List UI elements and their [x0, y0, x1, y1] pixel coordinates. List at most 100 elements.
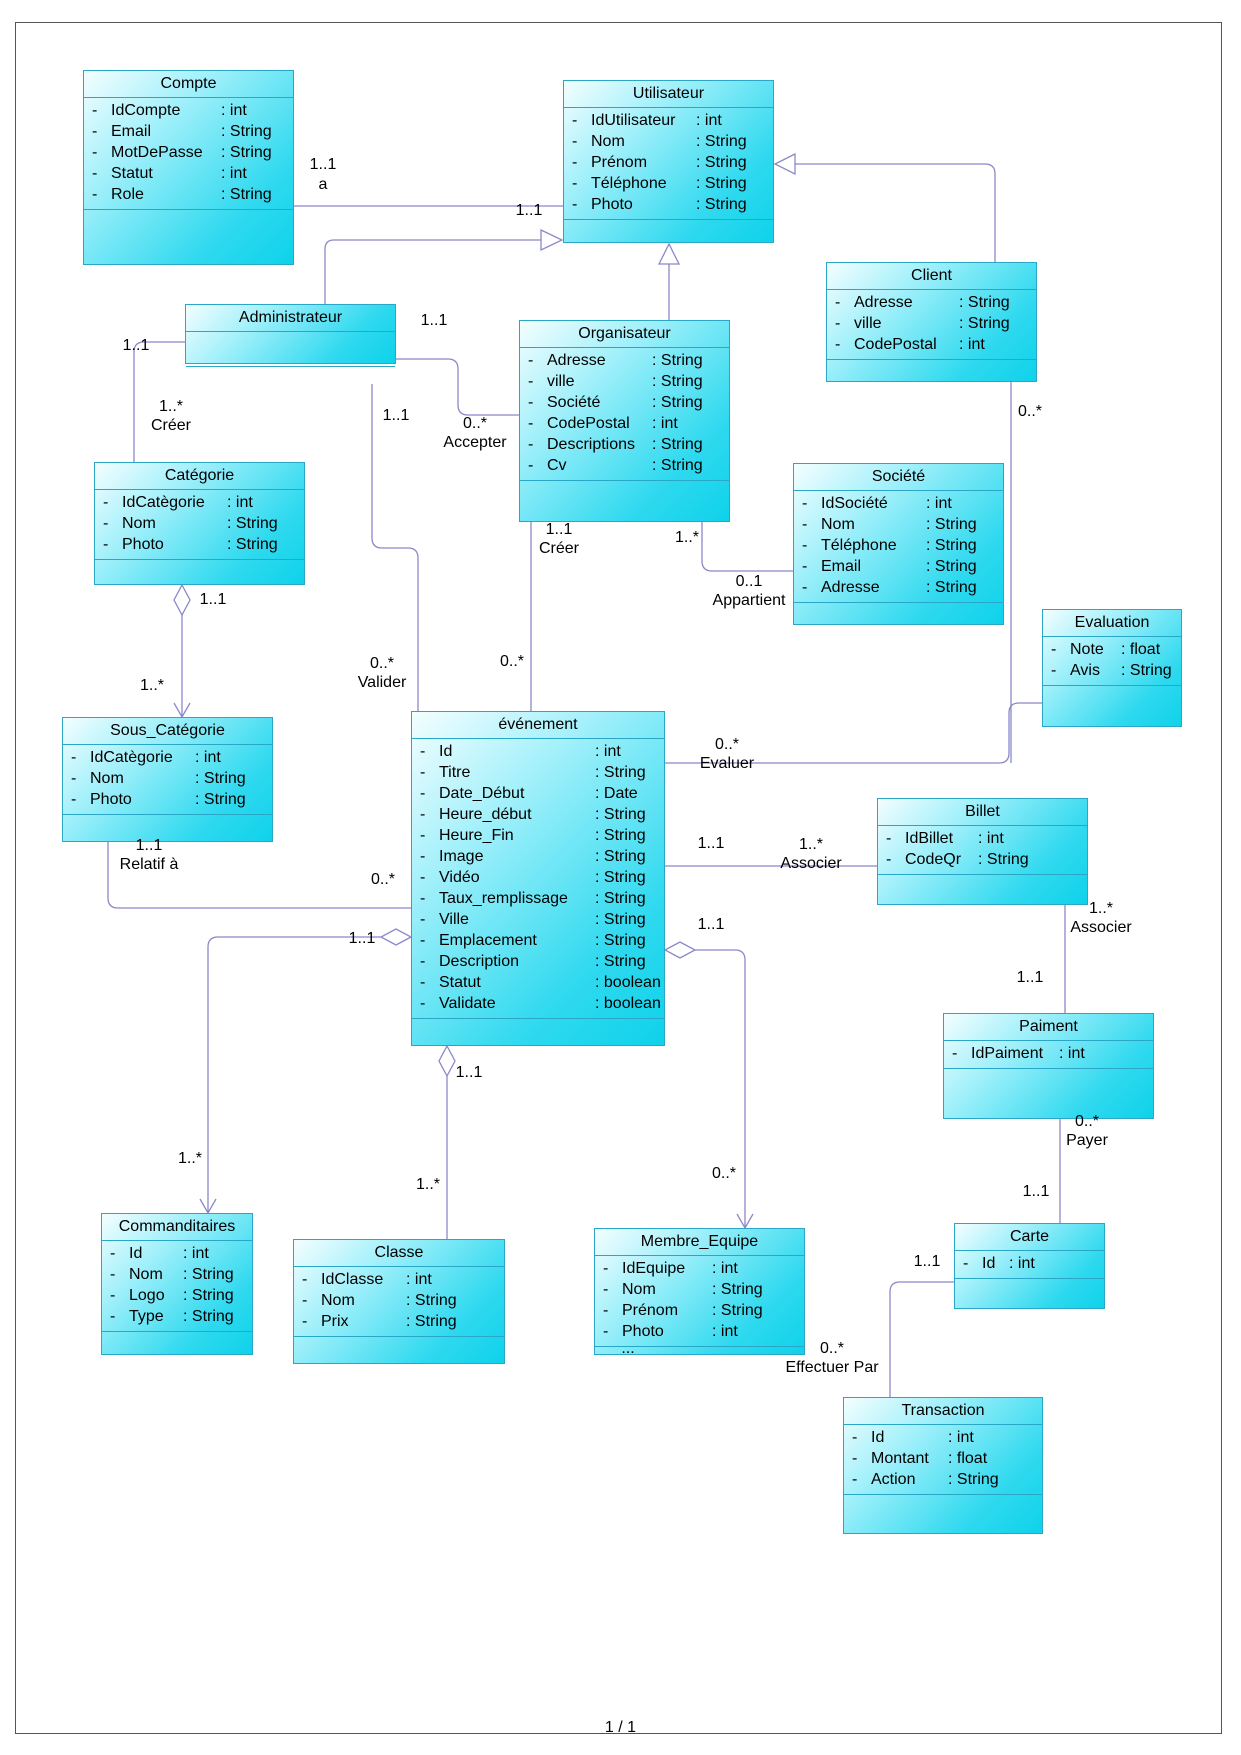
- agg-evenement-commanditaires: [207, 936, 381, 1213]
- multiplicity-label: 1..1: [697, 916, 725, 933]
- class-name: Billet: [878, 799, 1087, 826]
- class-billet[interactable]: Billet-IdBillet: int-CodeQr: String: [877, 798, 1088, 905]
- attribute-row: -Date_Début: Date: [412, 783, 664, 804]
- agg-diamond-classe: [438, 1044, 456, 1078]
- visibility-marker: -: [528, 436, 534, 453]
- visibility-marker: -: [302, 1271, 308, 1288]
- multiplicity-label: Appartient: [712, 592, 786, 609]
- attribute-name: Prix: [321, 1313, 349, 1330]
- class-membre_equipe[interactable]: Membre_Equipe-IdEquipe: int-Nom: String-…: [594, 1228, 805, 1355]
- attribute-type: : String: [595, 911, 646, 928]
- attribute-type: : int: [406, 1271, 432, 1288]
- attribute-name: Montant: [871, 1450, 929, 1467]
- visibility-marker: -: [420, 974, 426, 991]
- attribute-list: -IdUtilisateur: int-Nom: String-Prénom: …: [564, 108, 773, 220]
- attribute-row: -Nom: String: [95, 513, 304, 534]
- class-paiment[interactable]: Paiment-IdPaiment: int: [943, 1013, 1154, 1119]
- attribute-row: -Prénom: String: [564, 152, 773, 173]
- visibility-marker: -: [420, 911, 426, 928]
- attribute-row: -Nom: String: [564, 131, 773, 152]
- multiplicity-label: 1..1: [515, 202, 543, 219]
- class-carte[interactable]: Carte-Id: int: [954, 1223, 1105, 1309]
- attribute-type: : String: [652, 436, 703, 453]
- class-evaluation[interactable]: Evaluation-Note: float-Avis: String: [1042, 609, 1182, 727]
- attribute-list: -IdCatègorie: int-Nom: String-Photo: Str…: [95, 490, 304, 560]
- class-sous_categorie[interactable]: Sous_Catégorie-IdCatègorie: int-Nom: Str…: [62, 717, 273, 842]
- attribute-name: Société: [547, 394, 601, 411]
- multiplicity-label: ...: [621, 1340, 635, 1357]
- attribute-name: Emplacement: [439, 932, 537, 949]
- attribute-type: : String: [221, 123, 272, 140]
- attribute-name: Nom: [622, 1281, 656, 1298]
- class-classe[interactable]: Classe-IdClasse: int-Nom: String-Prix: S…: [293, 1239, 505, 1364]
- visibility-marker: -: [103, 536, 109, 553]
- attribute-type: : String: [595, 953, 646, 970]
- class-utilisateur[interactable]: Utilisateur-IdUtilisateur: int-Nom: Stri…: [563, 80, 774, 243]
- multiplicity-label: 1..1: [348, 930, 376, 947]
- attribute-name: ville: [854, 315, 882, 332]
- attribute-name: Nom: [821, 516, 855, 533]
- class-categorie[interactable]: Catégorie-IdCatègorie: int-Nom: String-P…: [94, 462, 305, 585]
- attribute-row: -Adresse: String: [520, 350, 729, 371]
- visibility-marker: -: [952, 1045, 958, 1062]
- attribute-type: : String: [406, 1292, 457, 1309]
- class-client[interactable]: Client-Adresse: String-ville: String-Cod…: [826, 262, 1037, 382]
- attribute-type: : String: [227, 536, 278, 553]
- attribute-name: Statut: [439, 974, 481, 991]
- gen-client-utilisateur: [795, 163, 996, 262]
- attribute-type: : String: [712, 1281, 763, 1298]
- attribute-name: Titre: [439, 764, 471, 781]
- visibility-marker: -: [528, 415, 534, 432]
- class-evenement[interactable]: événement-Id: int-Titre: String-Date_Déb…: [411, 711, 665, 1046]
- attribute-row: -Note: float: [1043, 639, 1181, 660]
- attribute-type: : String: [595, 827, 646, 844]
- attribute-name: Nom: [122, 515, 156, 532]
- attribute-name: ville: [547, 373, 575, 390]
- attribute-row: -Email: String: [794, 556, 1003, 577]
- visibility-marker: -: [572, 154, 578, 171]
- attribute-name: Descriptions: [547, 436, 636, 453]
- multiplicity-label: 1..1: [455, 1064, 483, 1081]
- visibility-marker: -: [71, 791, 77, 808]
- attribute-type: : int: [948, 1429, 974, 1446]
- attribute-type: : String: [183, 1287, 234, 1304]
- attribute-row: -Nom: String: [63, 768, 272, 789]
- class-compte[interactable]: Compte-IdCompte: int-Email: String-MotDe…: [83, 70, 294, 265]
- visibility-marker: -: [92, 123, 98, 140]
- attribute-list: -Note: float-Avis: String: [1043, 637, 1181, 686]
- attribute-type: : String: [696, 154, 747, 171]
- visibility-marker: -: [92, 144, 98, 161]
- attribute-type: : String: [652, 352, 703, 369]
- visibility-marker: -: [852, 1450, 858, 1467]
- attribute-name: Heure_Fin: [439, 827, 514, 844]
- visibility-marker: -: [71, 749, 77, 766]
- visibility-marker: -: [603, 1323, 609, 1340]
- page-frame: [15, 22, 1222, 1734]
- class-transaction[interactable]: Transaction-Id: int-Montant: float-Actio…: [843, 1397, 1043, 1534]
- attribute-name: CodeQr: [905, 851, 962, 868]
- visibility-marker: -: [110, 1245, 116, 1262]
- attribute-type: : int: [712, 1323, 738, 1340]
- attribute-type: : String: [926, 558, 977, 575]
- class-name: Membre_Equipe: [595, 1229, 804, 1256]
- attribute-row: -Id: int: [412, 741, 664, 762]
- visibility-marker: -: [420, 890, 426, 907]
- multiplicity-label: 0..*: [462, 415, 488, 432]
- attribute-list: -IdBillet: int-CodeQr: String: [878, 826, 1087, 875]
- attribute-row: -ville: String: [520, 371, 729, 392]
- attribute-row: -Heure_début: String: [412, 804, 664, 825]
- class-commanditaires[interactable]: Commanditaires-Id: int-Nom: String-Logo:…: [101, 1213, 253, 1355]
- visibility-marker: -: [572, 175, 578, 192]
- multiplicity-label: 1..*: [177, 1150, 203, 1167]
- multiplicity-label: 1..*: [158, 398, 184, 415]
- class-organisateur[interactable]: Organisateur-Adresse: String-ville: Stri…: [519, 320, 730, 522]
- attribute-type: : int: [978, 830, 1004, 847]
- class-administrateur[interactable]: Administrateur: [185, 304, 396, 367]
- class-societe[interactable]: Société-IdSociété: int-Nom: String-Télép…: [793, 463, 1004, 625]
- attribute-name: Heure_début: [439, 806, 532, 823]
- attribute-type: : String: [195, 791, 246, 808]
- visibility-marker: -: [528, 352, 534, 369]
- attribute-name: Adresse: [821, 579, 880, 596]
- attribute-list: -IdEquipe: int-Nom: String-Prénom: Strin…: [595, 1256, 804, 1347]
- attribute-type: : String: [595, 848, 646, 865]
